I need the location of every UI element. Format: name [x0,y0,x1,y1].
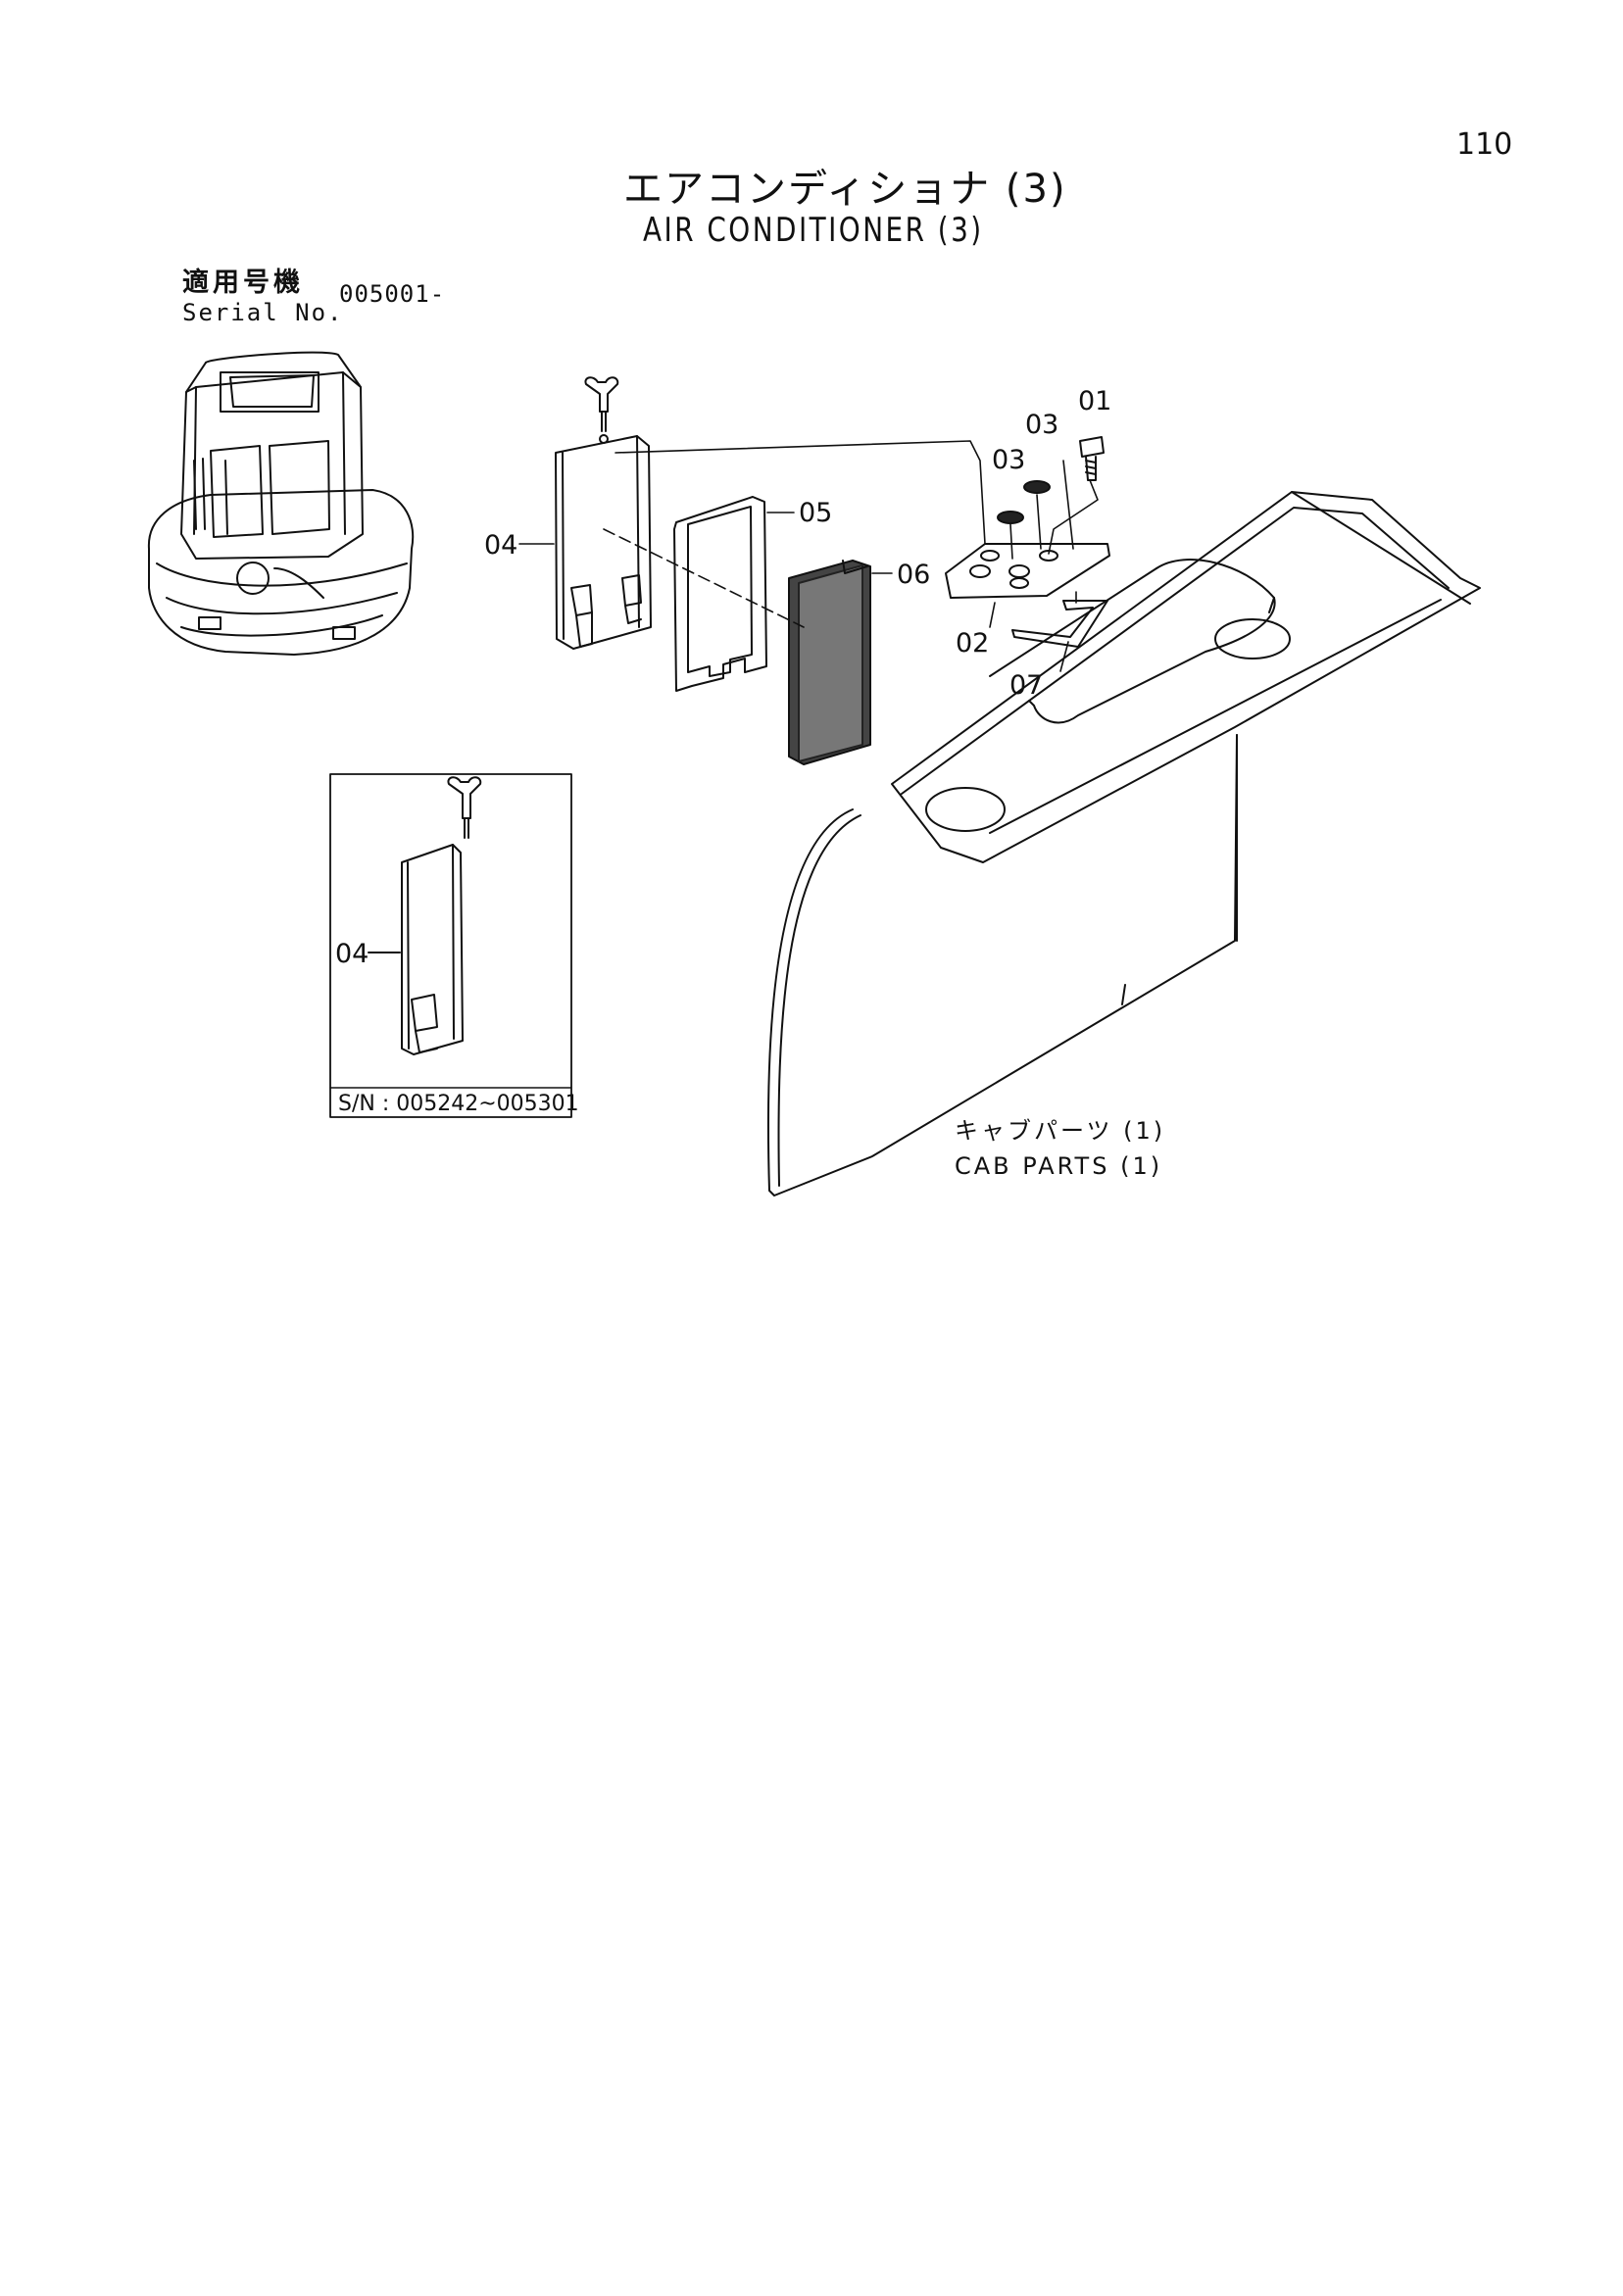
cab-parts-reference-jp: キャブパーツ (1) [955,1117,1165,1145]
diagram-title-jp: エアコンディショナ (3) [623,167,1067,212]
excavator-cab-overview-illustration [147,351,415,656]
callout-05: 05 [799,498,832,528]
cab-parts-reference-en: CAB PARTS (1) [955,1152,1162,1180]
part-03-washer-b [1023,480,1051,494]
part-04-cover-panel [555,435,652,650]
callout-leaders [615,440,1099,604]
leader-02 [989,602,996,628]
part-05-gasket-frame [673,496,767,692]
serial-label-en: Serial No. [182,299,344,326]
leader-07 [1059,641,1069,672]
assembly-leader-line-panel-to-filter [603,528,805,628]
callout-07: 07 [1009,670,1043,701]
wing-knob-fastener [584,376,619,444]
inset-variant-box [329,773,572,1118]
part-06-filter-element [788,560,871,765]
diagram-title-en: AIR CONDITIONER (3) [643,211,984,250]
page-number: 110 [1456,127,1513,162]
callout-01: 01 [1078,386,1111,416]
part-07-hose [1011,600,1108,648]
inset-serial-range: S/N : 005242~005301 [338,1092,579,1116]
callout-03-lower: 03 [992,445,1025,475]
inset-callout-04: 04 [335,939,369,969]
cab-roof-panel [766,491,1481,1197]
callout-03-upper: 03 [1025,410,1058,440]
callout-labels: 01 03 03 04 05 06 02 07 04 [335,386,1111,969]
callout-02: 02 [956,628,989,659]
serial-number-value: 005001- [339,280,446,308]
callout-04: 04 [484,530,517,561]
part-03-washer-a [997,511,1024,524]
callout-06: 06 [897,560,930,590]
part-02-bracket-plate [945,543,1110,599]
serial-label-jp: 適用号機 [182,268,304,298]
part-01-bolt [1079,436,1105,481]
